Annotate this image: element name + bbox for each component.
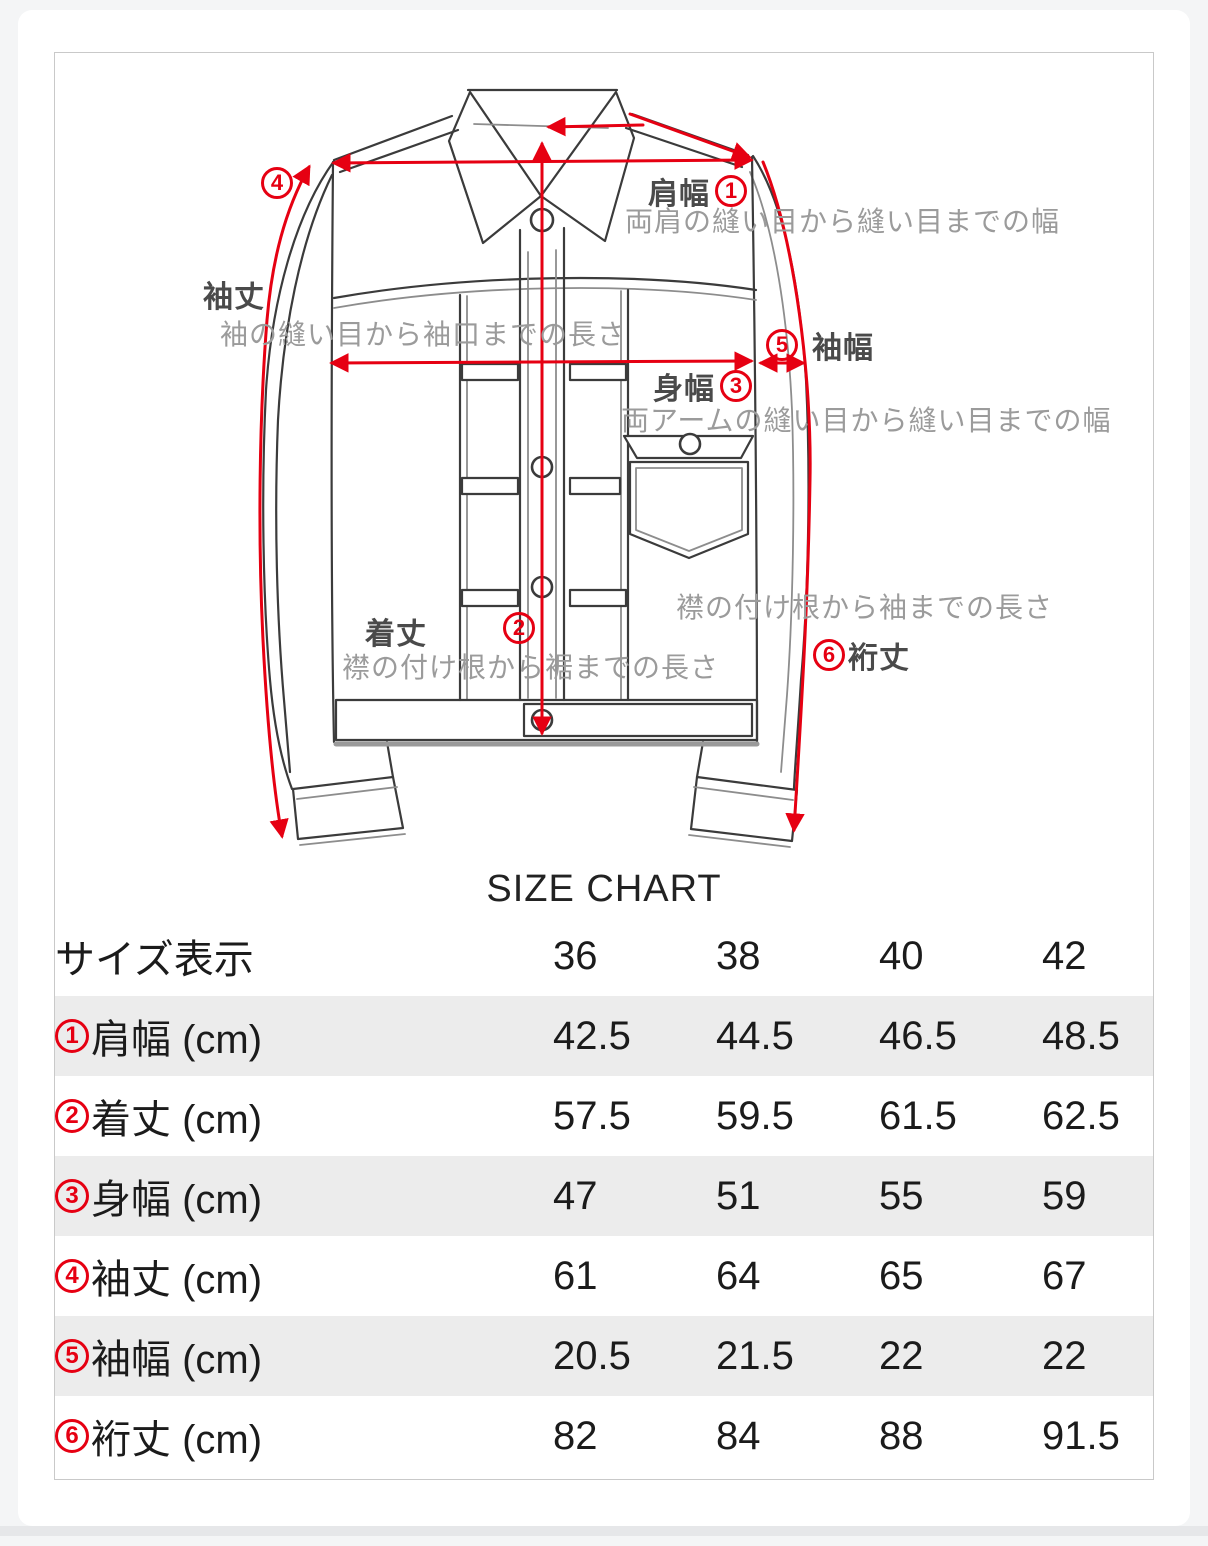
- cell-value: 91.5: [1042, 1413, 1120, 1458]
- cell-value: 51: [716, 1173, 761, 1218]
- annotation-sleeve-length-title: 袖丈: [203, 281, 265, 314]
- circled-5-badge: 5: [55, 1339, 89, 1373]
- annotation-body-length-desc: 襟の付け根から裾までの長さ: [342, 652, 720, 683]
- circled-3-badge: 3: [55, 1179, 89, 1213]
- circled-5-badge: 5: [766, 329, 798, 361]
- size-guide-panel: 4 袖丈 袖の縫い目から袖口までの長さ 肩幅 1 両肩の縫い目から縫い目までの幅…: [54, 52, 1154, 1480]
- cell-value: 82: [553, 1413, 598, 1458]
- cell-value: 57.5: [553, 1093, 631, 1138]
- product-size-guide-card: 4 袖丈 袖の縫い目から袖口までの長さ 肩幅 1 両肩の縫い目から縫い目までの幅…: [18, 10, 1190, 1526]
- header-size-36: 36: [553, 933, 598, 978]
- annotation-sleeve-length-num: 4: [261, 167, 293, 199]
- cell-value: 48.5: [1042, 1013, 1120, 1058]
- annotation-shoulder-width-desc: 両肩の縫い目から縫い目までの幅: [625, 206, 1061, 237]
- cell-value: 64: [716, 1253, 761, 1298]
- cell-value: 59.5: [716, 1093, 794, 1138]
- cell-value: 65: [879, 1253, 924, 1298]
- header-size-42: 42: [1042, 933, 1087, 978]
- cell-value: 67: [1042, 1253, 1087, 1298]
- cell-value: 22: [1042, 1333, 1087, 1378]
- size-chart-title: SIZE CHART: [486, 868, 722, 910]
- cell-value: 61.5: [879, 1093, 957, 1138]
- header-size-38: 38: [716, 933, 761, 978]
- annotation-yuki-title: 6 裄丈: [813, 633, 910, 677]
- circled-2-badge: 2: [55, 1099, 89, 1133]
- circled-2-badge: 2: [503, 612, 535, 644]
- cell-value: 20.5: [553, 1333, 631, 1378]
- cell-value: 42.5: [553, 1013, 631, 1058]
- jacket-outline: [262, 88, 810, 848]
- cell-value: 88: [879, 1413, 924, 1458]
- cell-value: 55: [879, 1173, 924, 1218]
- cell-value: 59: [1042, 1173, 1087, 1218]
- header-size-label: サイズ表示: [55, 938, 254, 982]
- cell-value: 62.5: [1042, 1093, 1120, 1138]
- annotation-body-length-num: 2: [503, 612, 535, 644]
- cell-value: 84: [716, 1413, 761, 1458]
- circled-4-badge: 4: [261, 167, 293, 199]
- cell-value: 47: [553, 1173, 598, 1218]
- header-size-40: 40: [879, 933, 924, 978]
- annotation-sleeve-width-title: 5 袖幅: [766, 323, 874, 367]
- annotation-body-width-desc: 両アームの縫い目から縫い目までの幅: [621, 405, 1112, 436]
- circled-6-badge: 6: [55, 1419, 89, 1453]
- circled-3-badge: 3: [720, 370, 752, 402]
- circled-1-badge: 1: [715, 175, 747, 207]
- cell-value: 21.5: [716, 1333, 794, 1378]
- page-divider-strip: [0, 1526, 1208, 1536]
- annotation-shoulder-width-title: 肩幅 1: [648, 169, 747, 213]
- annotation-yuki-desc: 襟の付け根から袖までの長さ: [676, 592, 1054, 623]
- annotation-sleeve-length-desc: 袖の縫い目から袖口までの長さ: [220, 319, 627, 350]
- measurement-arrows: [258, 112, 812, 839]
- circled-4-badge: 4: [55, 1259, 89, 1293]
- circled-1-badge: 1: [55, 1019, 89, 1053]
- cell-value: 46.5: [879, 1013, 957, 1058]
- jacket-line-art-svg: [258, 88, 812, 848]
- cell-value: 22: [879, 1333, 924, 1378]
- circled-6-badge: 6: [813, 639, 845, 671]
- annotation-body-length-title: 着丈: [365, 618, 427, 651]
- table-header-row: サイズ表示 36 38 40 42: [55, 916, 1153, 996]
- page-background: { "colors": { "accent_red": "#e60012", "…: [0, 10, 1208, 1546]
- cell-value: 61: [553, 1253, 598, 1298]
- annotation-body-width-title: 身幅 3: [653, 364, 752, 408]
- jacket-measurement-diagram: 4 袖丈 袖の縫い目から袖口までの長さ 肩幅 1 両肩の縫い目から縫い目までの幅…: [55, 53, 1153, 862]
- cell-value: 44.5: [716, 1013, 794, 1058]
